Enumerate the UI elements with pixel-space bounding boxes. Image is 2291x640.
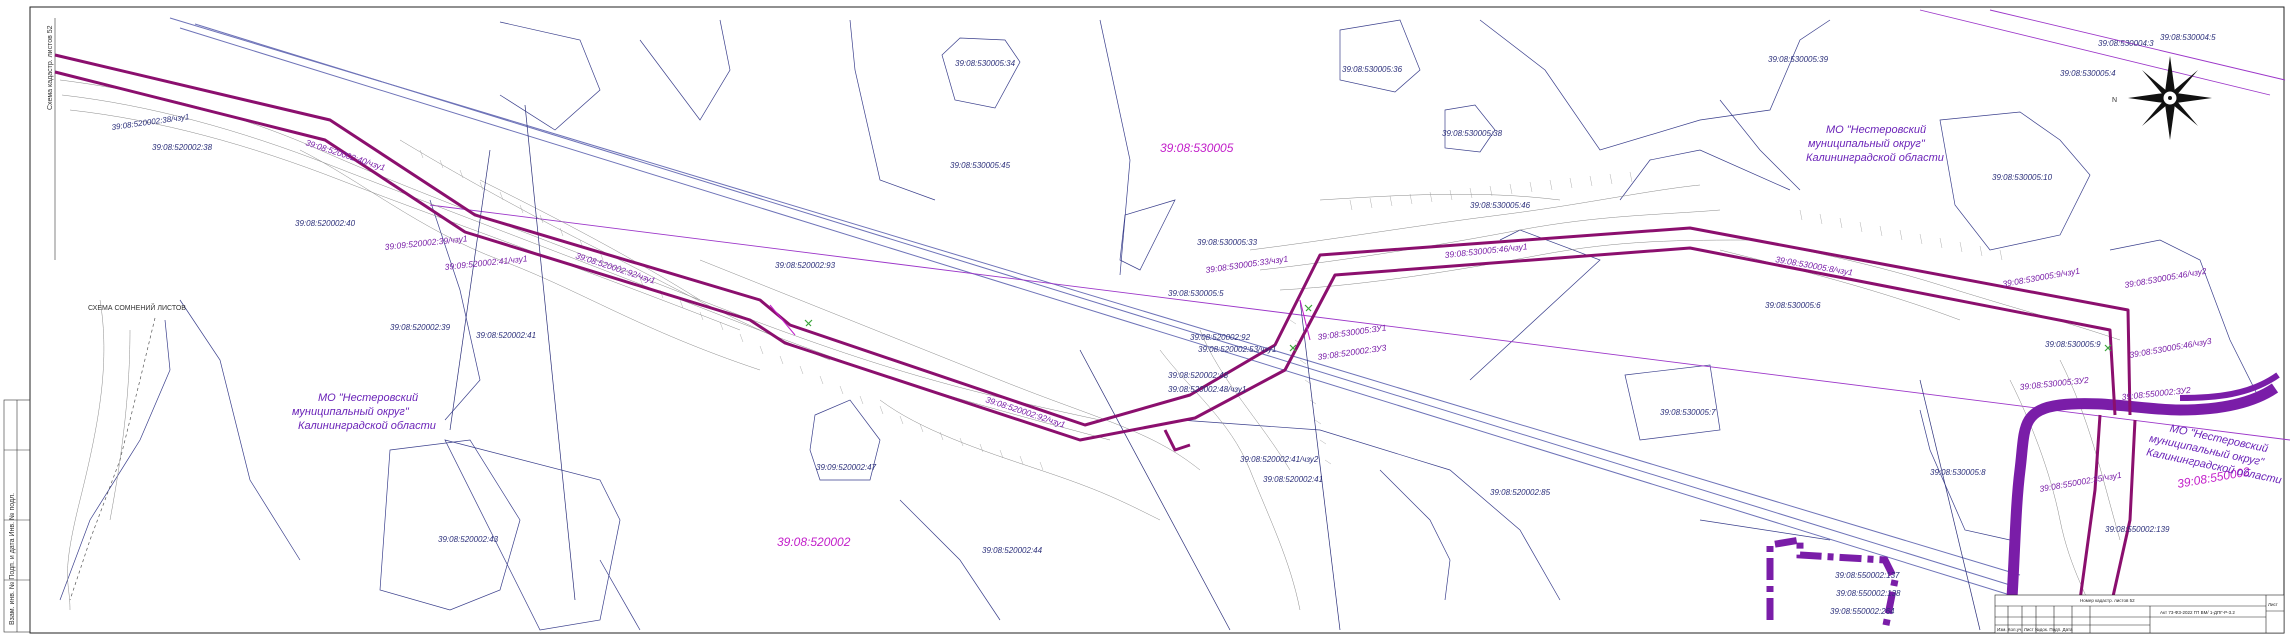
parcel-label: 39:08:550002:139 (2105, 525, 2170, 534)
right-road-edge (2179, 372, 2280, 401)
parcel-label: 39:08:530005:5 (1168, 289, 1224, 298)
stamp-caption: Номер кадастр. листов 52 (2080, 598, 2135, 603)
frame-corner-text: Схема кадастр. листов 52 (47, 25, 54, 110)
right-road (2004, 383, 2279, 631)
parcel-label: 39:08:530005:33 (1197, 238, 1258, 247)
svg-text:МО "Нестеровский: МО "Нестеровский (318, 392, 418, 404)
stamp-sheet: Лист (2268, 602, 2278, 607)
parcel-label: 39:08:530005:39 (1768, 55, 1829, 64)
parcel-label: 39:08:520002:40 (295, 219, 356, 228)
parcel-label: 39:08:550002:137 (1835, 571, 1900, 580)
parcel-label: 39:08:520002:92 (1190, 333, 1251, 342)
quarter-label: 39:08:520002 (777, 535, 851, 549)
parcel-label: 39:08:530005:6 (1765, 301, 1821, 310)
svg-text:Калининградской области: Калининградской области (1806, 152, 1944, 164)
svg-text:МО "Нестеровский: МО "Нестеровский (1826, 124, 1926, 136)
survey-lines (449, 104, 1981, 631)
parcel-label: 39:08:530005:7 (1660, 408, 1716, 417)
parcel-label: 39:08:520002:53/чзу1 (1198, 345, 1276, 354)
route-accents (769, 299, 1311, 341)
parcel-label: 39:08:530004:3 (2098, 39, 2154, 48)
parcel-label: 39:08:520002:41 (476, 331, 536, 340)
parcel-label: 39:08:530005:ЗУ2 (2019, 375, 2089, 392)
title-block (1994, 594, 2285, 634)
svg-text:муниципальный округ": муниципальный округ" (1808, 138, 1926, 150)
purple-road (429, 9, 2291, 441)
parcel-label: 39:08:520002:43 (438, 535, 499, 544)
dashed-sheet-line (69, 317, 156, 601)
parcel-label: 39:08:530005:9 (2045, 340, 2101, 349)
parcel-label: 39:08:520002:40/чзу1 (304, 137, 386, 172)
parcel-label: 39:08:520002:41/чзу2 (1240, 455, 1319, 464)
stamp-columns: Изм. Кол.уч. Лист №док. Подп. Дата (1997, 627, 2073, 632)
left-frame-strip (3, 399, 31, 633)
parcel-label: 39:08:530005:38 (1442, 129, 1503, 138)
parcel-label: 39:08:530005:ЗУ1 (1317, 322, 1387, 342)
parcel-label: 39:08:550002:35/чзу1 (2039, 470, 2123, 494)
parcel-label: 39:08:530005:45 (950, 161, 1011, 170)
parcel-label: 39:08:520002:85 (1490, 488, 1551, 497)
svg-text:муниципальный округ": муниципальный округ" (292, 406, 410, 418)
control-marks (804, 304, 2112, 352)
parcel-label: 39:08:530005:4 (2060, 69, 2116, 78)
parcel-label: 39:08:550002:264 (1830, 607, 1895, 616)
parcel-boundaries (59, 19, 2261, 631)
parcel-label: 39:08:530005:9/чзу1 (2002, 265, 2081, 289)
scheme-caption: СХЕМА СОМНЕНИЙ ЛИСТОВ (88, 303, 186, 312)
svg-text:N: N (2112, 97, 2117, 104)
parcel-label: 39:08:530005:46/чзу3 (2129, 336, 2213, 360)
stamp-title: Акт 73-ФЗ-2022 ГП ВМ/ 1-ДПГ-Р-3.2 (2160, 610, 2235, 615)
parcel-label: 39:08:550002:138 (1836, 589, 1901, 598)
parcel-label: 39:08:520002:41 (1263, 475, 1323, 484)
drawing-frame (29, 6, 2285, 634)
frame-side-text: Взам. инв. № Подп. и дата Инв. № подл. (9, 493, 16, 625)
parcel-label: 39:08:520002:93 (775, 261, 836, 270)
parcel-label: 39:08:530005:10 (1992, 173, 2053, 182)
parcel-label: 39:08:530005:46 (1470, 201, 1531, 210)
parcel-label: 39:09:520002:41/чзу1 (444, 253, 528, 272)
north-arrow-icon: N (2112, 56, 2212, 140)
quarter-label: 39:08:530005 (1160, 141, 1234, 155)
parcel-label: 39:09:520002:39/чзу1 (384, 233, 468, 252)
parcel-label: 39:08:530005:33/чзу1 (1205, 253, 1289, 275)
railway-lines (169, 17, 2021, 596)
parcel-labels: 39:08:520002:38/чзу1 39:08:520002:38 39:… (111, 33, 2216, 616)
parcel-label: 39:08:520002:48/чзу1 (1168, 385, 1246, 394)
parcel-label: 39:08:530005:8 (1930, 468, 1986, 477)
bottom-dashed-parcels (1766, 535, 1899, 631)
parcel-label: 39:08:520002:38 (152, 143, 213, 152)
parcel-label: 39:08:530004:5 (2160, 33, 2216, 42)
parcel-label: 39:08:530005:36 (1342, 65, 1403, 74)
municipal-label-top: МО "Нестеровский муниципальный округ" Ка… (1806, 124, 1944, 164)
parcel-label: 39:08:520002:44 (982, 546, 1043, 555)
parcel-label: 39:09:520002:47 (816, 463, 877, 472)
municipal-label-left: МО "Нестеровский муниципальный округ" Ка… (292, 392, 436, 432)
parcel-label: 39:08:520002:48 (1168, 371, 1229, 380)
parcel-label: 39:08:530005:34 (955, 59, 1016, 68)
contour-ticks (419, 149, 2003, 471)
parcel-label: 39:08:520002:ЗУ3 (1317, 342, 1387, 362)
parcel-label: 39:08:530005:46/чзу2 (2124, 266, 2208, 290)
parcel-label: 39:08:520002:39 (390, 323, 451, 332)
svg-text:Калининградской области: Калининградской области (298, 420, 436, 432)
